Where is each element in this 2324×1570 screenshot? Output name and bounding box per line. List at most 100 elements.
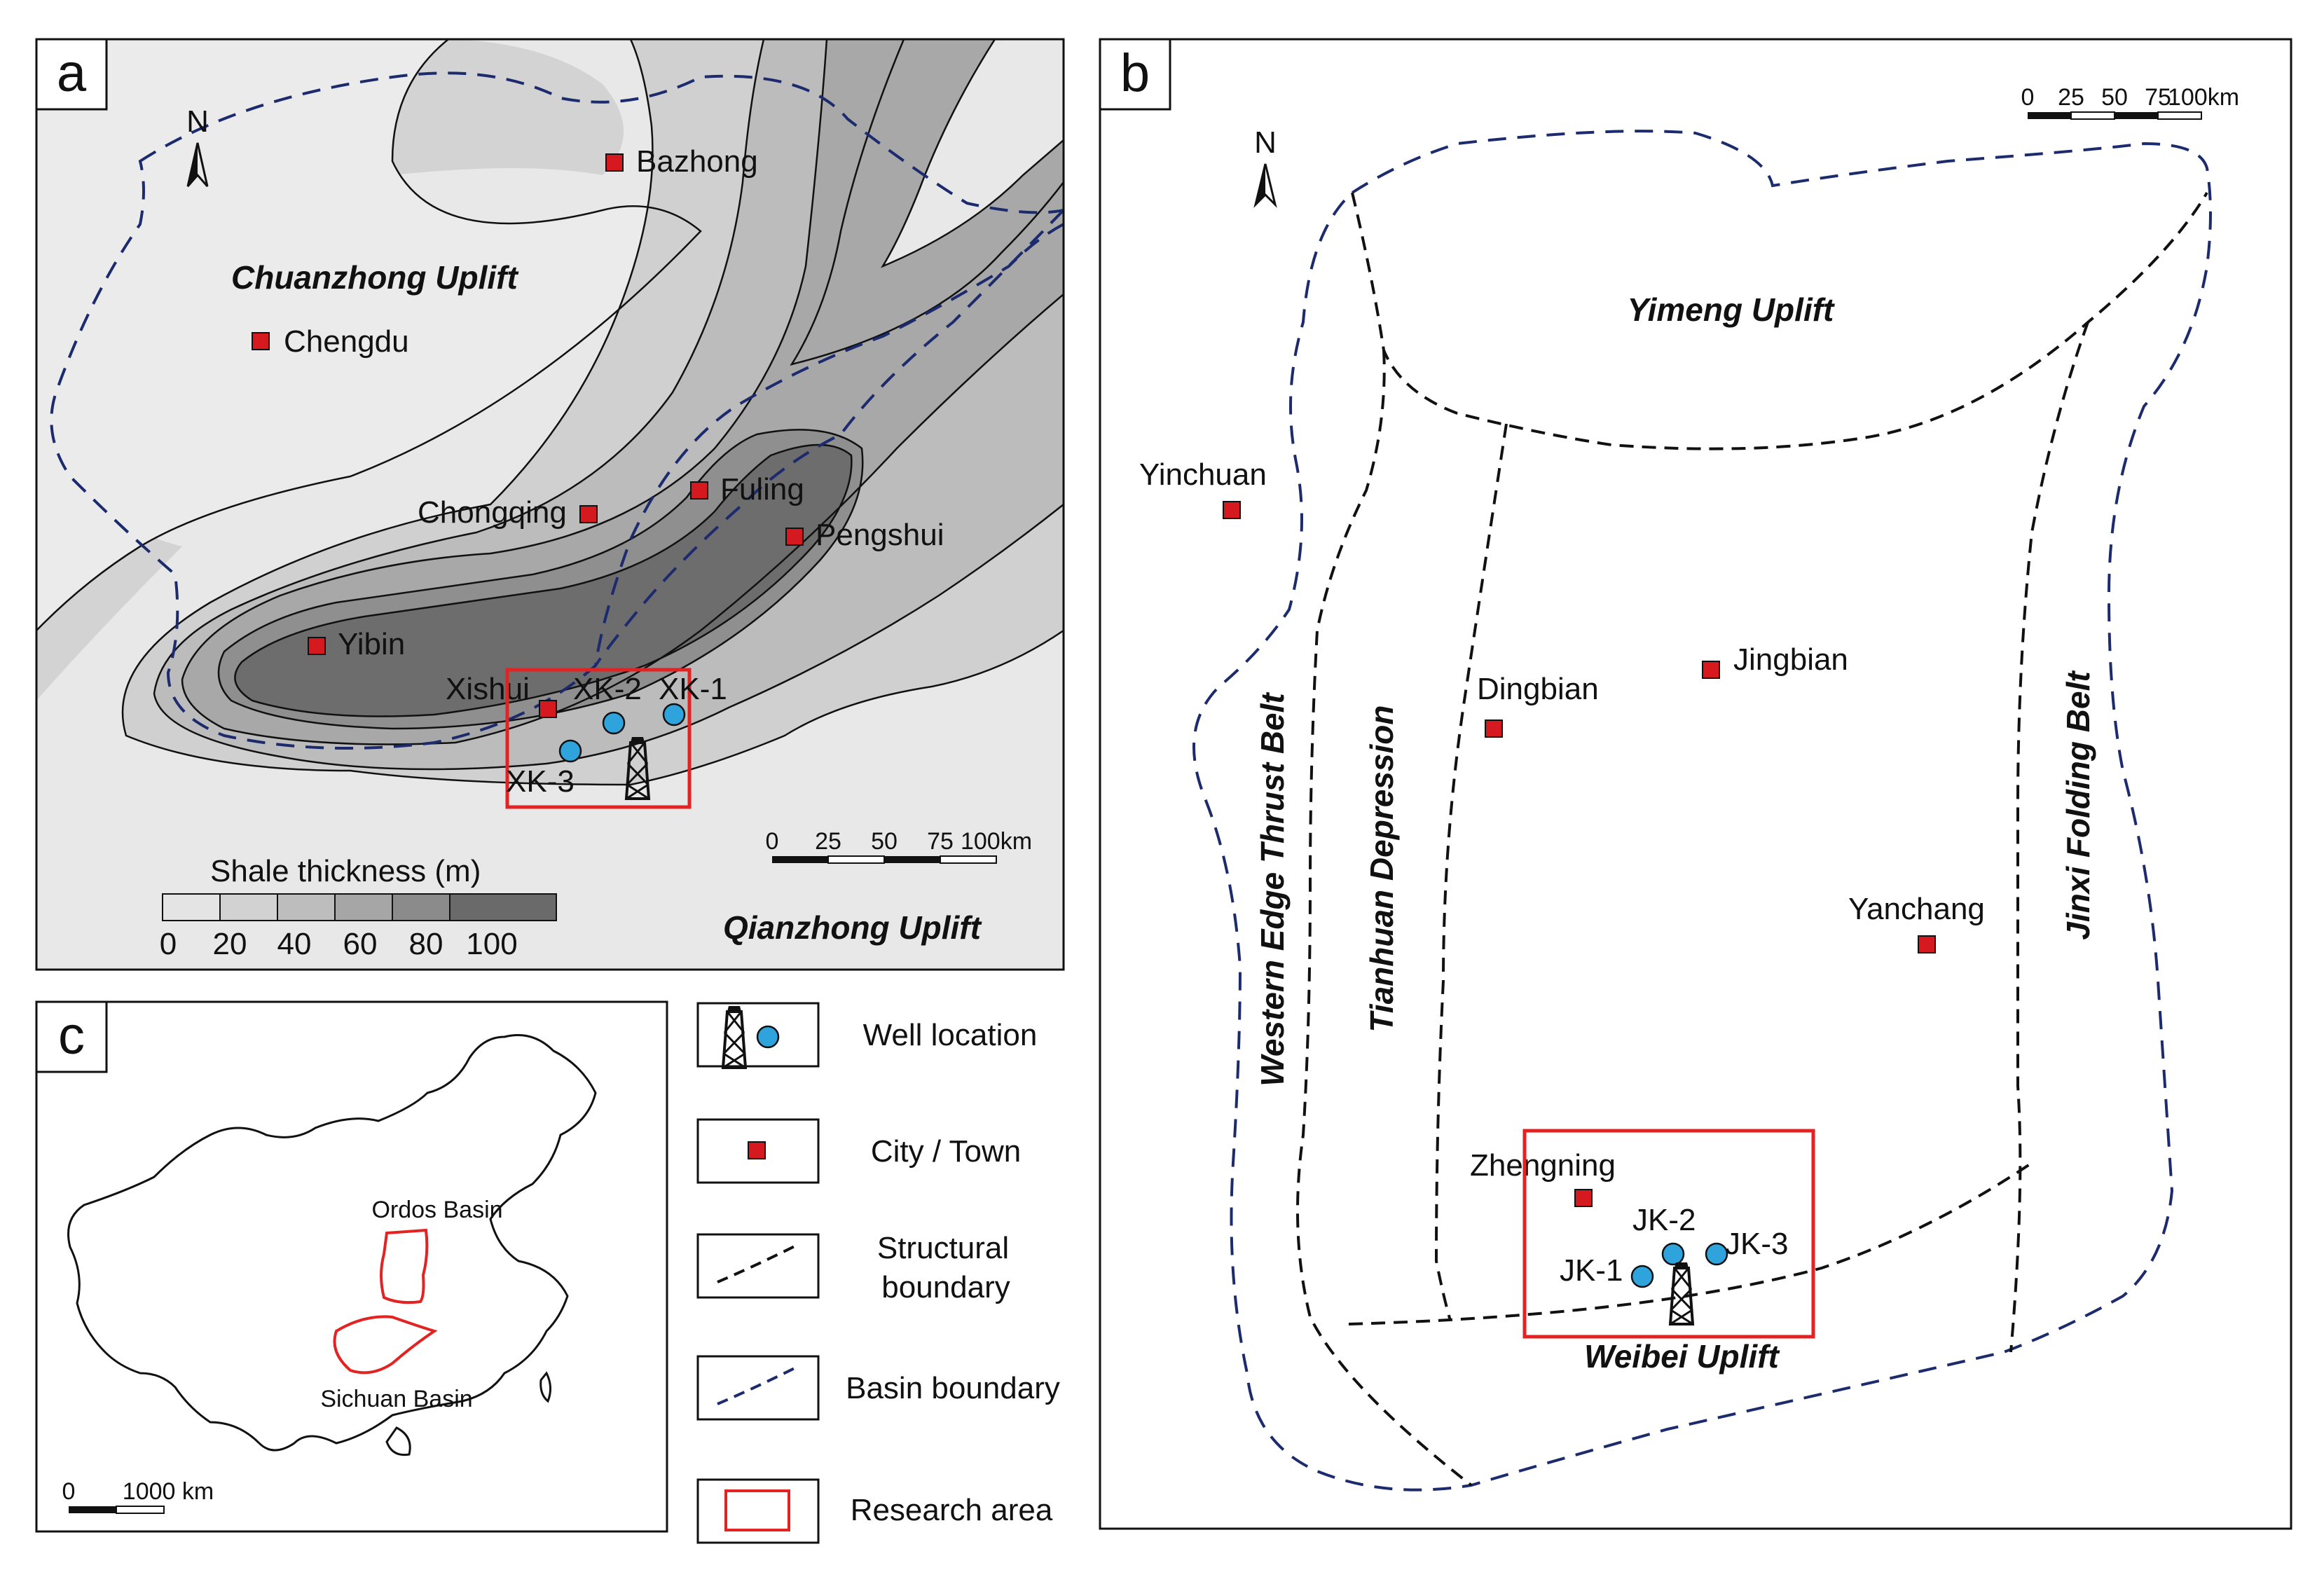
well-label: XK-2 xyxy=(573,672,642,706)
city-icon xyxy=(748,1141,766,1159)
china-outline xyxy=(67,1034,597,1452)
taiwan-outline xyxy=(539,1371,551,1403)
well-marker xyxy=(1661,1242,1685,1266)
basin-boundary-a-east xyxy=(594,209,1064,667)
city-label: Pengshui xyxy=(816,518,944,552)
thickness-swatch xyxy=(449,893,557,921)
legend-structural-label-1: Structural xyxy=(877,1231,1009,1265)
well-marker xyxy=(558,739,582,763)
north-label-a: N xyxy=(186,104,209,139)
ordos-basin-outline xyxy=(380,1228,429,1304)
ordos-basin-label: Ordos Basin xyxy=(371,1197,502,1223)
well-marker xyxy=(602,711,626,735)
well-marker xyxy=(662,703,686,727)
city-label: Fuling xyxy=(720,472,804,507)
legend-structural-box xyxy=(696,1233,820,1299)
well-marker xyxy=(1630,1265,1654,1288)
thickness-swatch xyxy=(277,893,336,921)
scale-tick: 75 xyxy=(2145,84,2171,111)
thickness-tick: 20 xyxy=(213,927,247,961)
north-label-b: N xyxy=(1254,125,1277,160)
scale-tick: 25 xyxy=(2058,84,2084,111)
well-label: XK-1 xyxy=(659,672,727,706)
panel-a-frame xyxy=(35,38,1065,971)
scale-tick: 0 xyxy=(2021,84,2035,111)
thickness-tick: 80 xyxy=(409,927,444,961)
basin-boundary-a xyxy=(50,71,1064,750)
city-label: Dingbian xyxy=(1477,672,1599,706)
panel-c-letter: c xyxy=(58,1006,85,1066)
legend-basin-label: Basin boundary xyxy=(846,1371,1060,1405)
scale-bar-c: 0 1000 km xyxy=(62,1478,214,1514)
city-marker xyxy=(1485,719,1503,738)
legend-city-label: City / Town xyxy=(871,1134,1021,1169)
research-area-b xyxy=(1522,1129,1815,1339)
city-marker xyxy=(1223,501,1241,519)
sichuan-basin-outline xyxy=(333,1315,438,1375)
thickness-tick: 60 xyxy=(343,927,378,961)
panel-b-letter: b xyxy=(1120,43,1150,103)
city-marker xyxy=(1918,935,1936,953)
region-weibei-uplift: Weibei Uplift xyxy=(1584,1338,1780,1375)
legend-research-box xyxy=(696,1478,820,1544)
legend-structural-label-2: boundary xyxy=(881,1270,1010,1304)
region-tianhuan-depression: Tianhuan Depression xyxy=(1363,705,1400,1033)
well-label: JK-1 xyxy=(1560,1253,1623,1288)
hainan-outline xyxy=(385,1426,411,1457)
thickness-tick: 40 xyxy=(277,927,312,961)
contour-lines xyxy=(36,39,1064,786)
legend-well-box xyxy=(696,1002,820,1068)
region-jinxi-folding-belt: Jinxi Folding Belt xyxy=(2060,670,2096,940)
north-arrow-a: N xyxy=(186,104,209,187)
zone-60-80 xyxy=(182,39,1064,745)
city-label: Jingbian xyxy=(1733,642,1848,677)
scale-tick: 75 xyxy=(927,828,954,855)
scale-bar-a: 0 25 50 75 100km xyxy=(766,828,1032,864)
scale-tick: 50 xyxy=(871,828,898,855)
scale-tick: 0 xyxy=(62,1478,76,1505)
panel-a-letter-box xyxy=(35,38,108,111)
well-marker xyxy=(1705,1242,1728,1266)
thickness-tick: 0 xyxy=(160,927,177,961)
legend-basin-box xyxy=(696,1355,820,1421)
zone-over-100 xyxy=(235,445,852,717)
panel-b: b 0 25 50 75 100km N xyxy=(1099,38,2292,1530)
panel-c: c Ordos Basin Sichuan Basin 0 1000 km xyxy=(35,1000,668,1533)
scale-tick: 100km xyxy=(2168,84,2239,111)
city-label: Yibin xyxy=(338,627,405,661)
cities-b: Yinchuan Dingbian Jingbian Yanchang Zhen… xyxy=(1139,457,1985,1207)
map-legend: Well location City / Town Structural bou… xyxy=(696,1002,1060,1544)
scale-tick: 1000 km xyxy=(123,1478,214,1505)
research-area-a xyxy=(505,668,692,809)
panel-c-letter-box xyxy=(35,1000,108,1073)
panel-a: a N Chuanzhong Uplift Qianzhong Uplift B… xyxy=(35,38,1065,971)
thickness-legend-title: Shale thickness (m) xyxy=(210,854,481,888)
city-label: Xishui xyxy=(446,672,530,706)
wells-b: JK-1 JK-2 JK-3 xyxy=(1560,1203,1788,1325)
panel-a-letter: a xyxy=(57,43,87,103)
city-label: Yinchuan xyxy=(1139,457,1267,492)
city-marker xyxy=(539,700,557,718)
city-marker xyxy=(252,332,270,350)
scale-bar-b: 0 25 50 75 100km xyxy=(2021,84,2239,120)
city-marker xyxy=(1574,1189,1593,1207)
city-label: Chengdu xyxy=(284,324,409,359)
thickness-legend: Shale thickness (m) 0 20 40 60 80 100 xyxy=(160,854,557,961)
scale-tick: 0 xyxy=(766,828,779,855)
research-area-icon xyxy=(724,1489,790,1531)
scale-tick: 25 xyxy=(815,828,841,855)
legend-well-label: Well location xyxy=(863,1018,1038,1052)
structural-boundaries-b xyxy=(1296,191,2208,1487)
cities-a: Bazhong Chengdu Chongqing Fuling Pengshu… xyxy=(252,144,944,718)
city-marker xyxy=(1702,661,1720,679)
city-marker xyxy=(785,528,804,546)
city-label: Yanchang xyxy=(1848,892,1985,926)
thickness-contours xyxy=(36,39,1064,970)
region-yimeng-uplift: Yimeng Uplift xyxy=(1628,291,1835,328)
city-marker xyxy=(308,637,326,655)
region-western-edge-thrust-belt: Western Edge Thrust Belt xyxy=(1254,692,1291,1087)
region-chuanzhong-uplift: Chuanzhong Uplift xyxy=(231,259,518,296)
panel-b-frame xyxy=(1099,38,2292,1530)
basin-boundary-icon xyxy=(717,1365,799,1405)
